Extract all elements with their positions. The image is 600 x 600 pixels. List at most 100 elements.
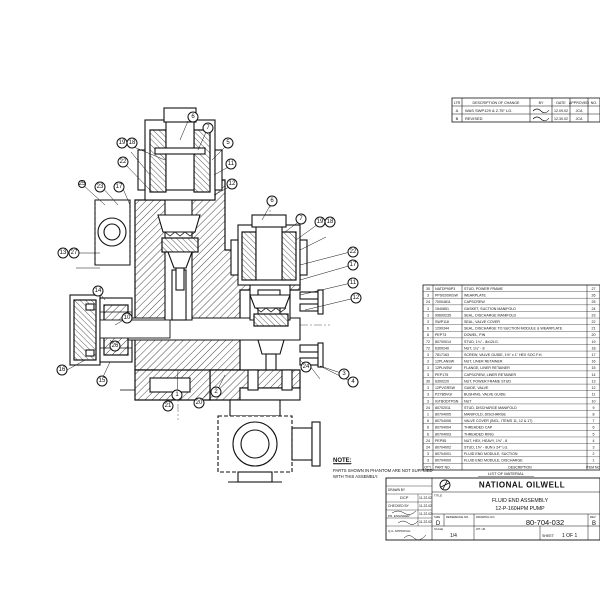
parts-item-no: 23 — [592, 313, 596, 317]
parts-description: GUIDE, VALVE — [464, 386, 489, 390]
callout-3: 3 — [338, 368, 350, 380]
rev-row-a-approved: JCA — [576, 109, 583, 113]
parts-item-no: 24 — [592, 307, 596, 311]
parts-description: STUD, 1¼" - 8x12LG. — [464, 340, 499, 344]
svg-text:22: 22 — [350, 249, 357, 255]
parts-footer-item: ITEM NO. — [586, 465, 600, 469]
parts-item-no: 26 — [592, 294, 596, 298]
right-valve-stack — [230, 214, 308, 373]
parts-description: CAPSCREW — [464, 300, 485, 304]
parts-part-no: 99609235 — [435, 313, 451, 317]
parts-item-no: 21 — [592, 327, 596, 331]
rev-value: B — [592, 521, 596, 527]
parts-qty: 3 — [427, 373, 429, 377]
scale-label: SCALE — [434, 527, 443, 531]
power-frame-flange-phantom — [94, 199, 131, 266]
parts-item-no: 10 — [592, 399, 596, 403]
callout-18-top: 18 — [126, 137, 138, 149]
parts-description: SEAL, DISCHARGE MANIFOLD — [464, 313, 517, 317]
weight-label: WT. LB. — [476, 527, 486, 531]
parts-part-no: 80704000 — [435, 459, 451, 463]
parts-item-no: 16 — [592, 360, 596, 364]
parts-item-no: 22 — [592, 320, 596, 324]
callout-21: 21 — [162, 400, 174, 412]
revision-block: LTR DESCRIPTION OF CHANGE BY DATE APPROV… — [451, 97, 600, 123]
svg-text:5: 5 — [226, 140, 230, 146]
checked-date: 11.22.02 — [419, 504, 432, 508]
parts-qty: 6 — [427, 419, 429, 423]
scale-value: 1/4 — [450, 533, 457, 539]
parts-description: FLUID END MODULE, SUCTION — [464, 452, 518, 456]
parts-qty: 72 — [426, 346, 430, 350]
sheet-value: 1 OF 1 — [562, 533, 578, 539]
svg-text:19: 19 — [317, 219, 324, 225]
parts-description: SEAL, DISCHARGE TO SUCTION MODULE & WEAR… — [464, 327, 563, 331]
parts-qty: 72 — [426, 340, 430, 344]
parts-qty: 6 — [427, 432, 429, 436]
phantom-note: NOTE: PARTS SHOWN IN PHANTOM ARE NOT SUP… — [333, 458, 433, 479]
sheet-label: SHEET — [542, 534, 555, 538]
parts-item-no: 6 — [593, 426, 595, 430]
power-frame-stud-block — [120, 369, 211, 401]
parts-qty: 24 — [426, 439, 430, 443]
rev-header-no: NO. — [591, 101, 597, 105]
parts-description: STUD, POWER FRAME — [464, 287, 504, 291]
parts-item-no: 27 — [592, 287, 596, 291]
parts-qty: 3 — [427, 399, 429, 403]
parts-part-no: PEP175 — [435, 373, 448, 377]
parts-description: VALVE COVER (INCL. ITEMS 11, 12 & 17) — [464, 419, 533, 423]
rev-row-a-initials — [532, 108, 550, 114]
parts-description: MANIFOLD, DISCHARGE — [464, 412, 507, 416]
rev-row-b-letter: B — [456, 116, 459, 121]
parts-part-no: 80704003 — [435, 432, 451, 436]
parts-part-no: 80704001 — [435, 452, 451, 456]
svg-text:13: 13 — [60, 250, 67, 256]
callout-6-right: 6 — [266, 195, 278, 207]
parts-qty: 1 — [427, 412, 429, 416]
svg-text:21: 21 — [165, 403, 172, 409]
svg-text:17: 17 — [350, 262, 357, 268]
parts-qty: 3 — [427, 294, 429, 298]
parts-item-no: 8 — [593, 412, 595, 416]
parts-description: NUT — [464, 399, 472, 403]
qa-signature — [403, 534, 427, 541]
checked-signature — [391, 510, 417, 515]
engineer-label: PR. ENGINEER — [388, 514, 410, 518]
parts-item-no: 7 — [593, 419, 595, 423]
svg-text:6: 6 — [191, 114, 195, 120]
rev-row-b-description: REVISED — [465, 116, 483, 121]
callout-5-top: 5 — [222, 137, 234, 149]
parts-qty: 3 — [427, 320, 429, 324]
svg-text:22: 22 — [120, 159, 127, 165]
qa-date: 11.22.02 — [419, 520, 432, 524]
company-name: NATIONAL OILWELL — [479, 481, 565, 490]
parts-item-no: 2 — [593, 452, 595, 456]
svg-text:2: 2 — [214, 389, 218, 395]
parts-qty: 3 — [427, 353, 429, 357]
callout-11-top: 11 — [225, 158, 237, 170]
parts-item-no: 4 — [593, 439, 595, 443]
parts-part-no: NATDP90P3 — [435, 287, 455, 291]
svg-text:16: 16 — [59, 367, 66, 373]
callout-14: 14 — [92, 285, 104, 297]
parts-description: STUD, DISCHARGE MANIFOLD — [464, 406, 517, 410]
parts-part-no: PEP55 — [435, 439, 446, 443]
rev-row-a-letter: A — [456, 108, 459, 113]
callout-25: 25 — [78, 180, 86, 188]
fluid-end-section-view: 6 7 19 18 22 5 11 12 23 17 25 13 27 14 1… — [56, 107, 362, 483]
parts-qty: 24 — [426, 446, 430, 450]
parts-part-no: 7817163 — [435, 353, 449, 357]
parts-footer-description: DESCRIPTION — [508, 465, 532, 469]
parts-qty: 3 — [427, 459, 429, 463]
parts-description: FLANGE, LINER RETAINER — [464, 366, 510, 370]
svg-text:3: 3 — [342, 371, 346, 377]
parts-part-no: 80704002 — [435, 446, 451, 450]
parts-part-no: SWP118 — [435, 320, 449, 324]
parts-item-no: 13 — [592, 379, 596, 383]
svg-text:27: 27 — [71, 250, 78, 256]
rev-row-b-date: 12.30.02 — [554, 117, 568, 121]
svg-text:7: 7 — [299, 216, 303, 222]
svg-text:26: 26 — [112, 343, 119, 349]
parts-part-no: 6300220 — [435, 379, 449, 383]
